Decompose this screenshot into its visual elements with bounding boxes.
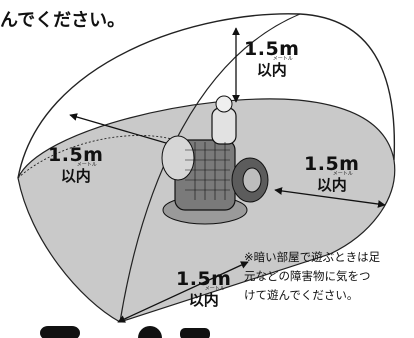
dimension-right-ruby: メートル <box>332 171 353 177</box>
dimension-left-value: 1.5m <box>48 144 104 166</box>
dimension-right: 1.5m メートル 以内 <box>304 155 359 193</box>
dimension-top: 1.5m メートル 以内 <box>244 40 299 78</box>
dimension-top-value: 1.5m <box>244 38 300 60</box>
robot-toy-icon <box>161 95 269 225</box>
dimension-right-text: 以内 <box>316 176 347 194</box>
arrow-front <box>117 261 249 323</box>
dimension-left-ruby: メートル <box>76 162 97 168</box>
caution-note-line: けて遊んでください。 <box>244 288 359 302</box>
dimension-front-value: 1.5m <box>176 268 232 290</box>
dimension-top-text: 以内 <box>256 61 287 79</box>
dimension-front-ruby: メートル <box>204 286 225 292</box>
dimension-left-text: 以内 <box>60 167 91 185</box>
dome-outline-back <box>17 13 396 179</box>
caution-note-line: 元などの障害物に気をつ <box>244 269 371 283</box>
dimension-top-ruby: メートル <box>272 56 293 62</box>
dimension-right-value: 1.5m <box>304 153 360 175</box>
heading-text: んでください。 <box>0 10 126 31</box>
caution-note: ※暗い部屋で遊ぶときは足 元などの障害物に気をつ けて遊んでください。 <box>244 248 412 305</box>
caution-note-line: ※暗い部屋で遊ぶときは足 <box>244 250 381 264</box>
dimension-left: 1.5m メートル 以内 <box>48 146 103 184</box>
dimension-front-text: 以内 <box>188 291 219 309</box>
arrow-right <box>274 187 386 208</box>
bottom-partial-shapes <box>40 326 210 338</box>
dimension-front: 1.5m メートル 以内 <box>176 270 231 308</box>
